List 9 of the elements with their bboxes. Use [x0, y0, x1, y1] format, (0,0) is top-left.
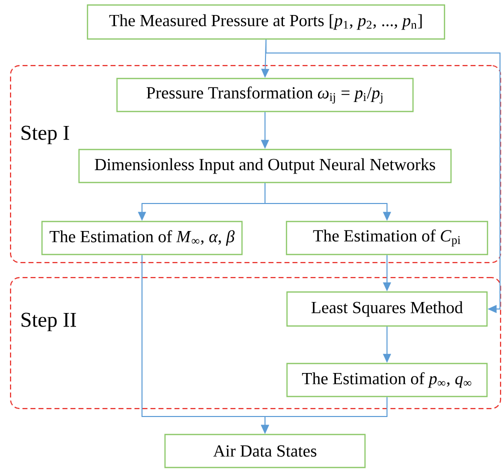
arrow [266, 39, 500, 314]
process-box: The Estimation of p$_{∞}$, q$_{∞}$ [286, 362, 488, 398]
process-box: The Estimation of C$_{pi}$ [286, 220, 488, 256]
process-box: Least Squares Method [286, 291, 488, 327]
process-box: Pressure Transformation ω$_{ij}$ = p$_{i}$/p$_{j}$ [116, 78, 414, 112]
process-box: The Measured Pressure at Ports [p$_{1}$, p$_{2}$, ..., p$_{n}$] [86, 4, 446, 40]
process-box: Dimensionless Input and Output Neural Networks [78, 148, 452, 184]
process-box: Air Data States [164, 434, 366, 468]
process-box: The Estimation of M$_{∞}$, α, β [41, 220, 243, 256]
